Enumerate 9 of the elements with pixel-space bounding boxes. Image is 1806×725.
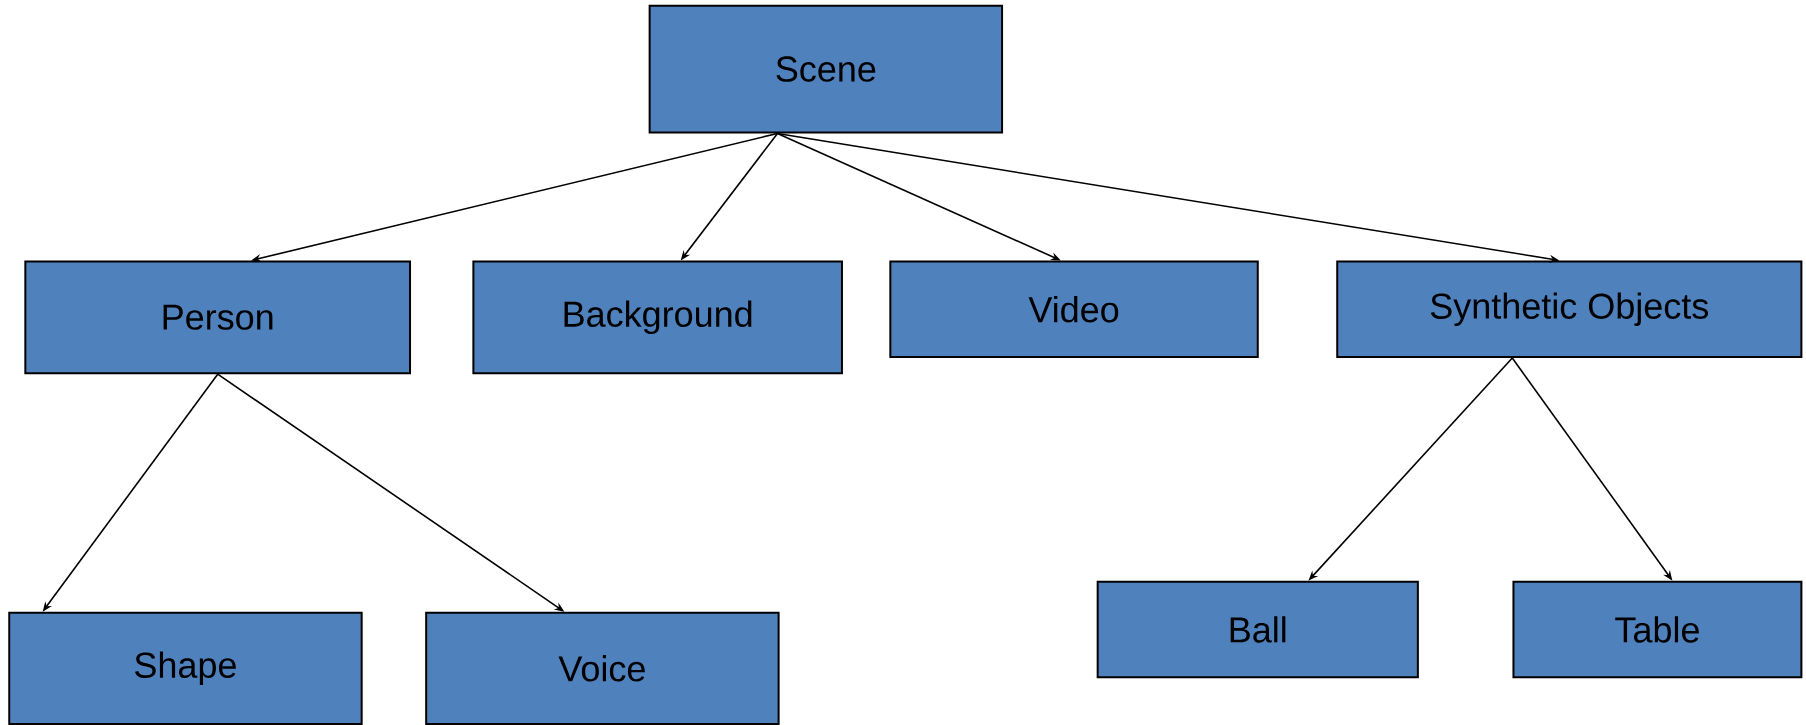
tree-box: Synthetic Objects (1336, 260, 1803, 359)
tree-box: Scene (648, 4, 1004, 134)
tree-box: Shape (8, 611, 363, 725)
tree-box: Video (889, 260, 1259, 359)
tree-box: Voice (425, 611, 780, 725)
tree-box: Table (1512, 580, 1803, 679)
tree-box: Person (24, 260, 412, 375)
tree-box: Ball (1096, 580, 1419, 679)
tree-box: Background (472, 260, 843, 375)
